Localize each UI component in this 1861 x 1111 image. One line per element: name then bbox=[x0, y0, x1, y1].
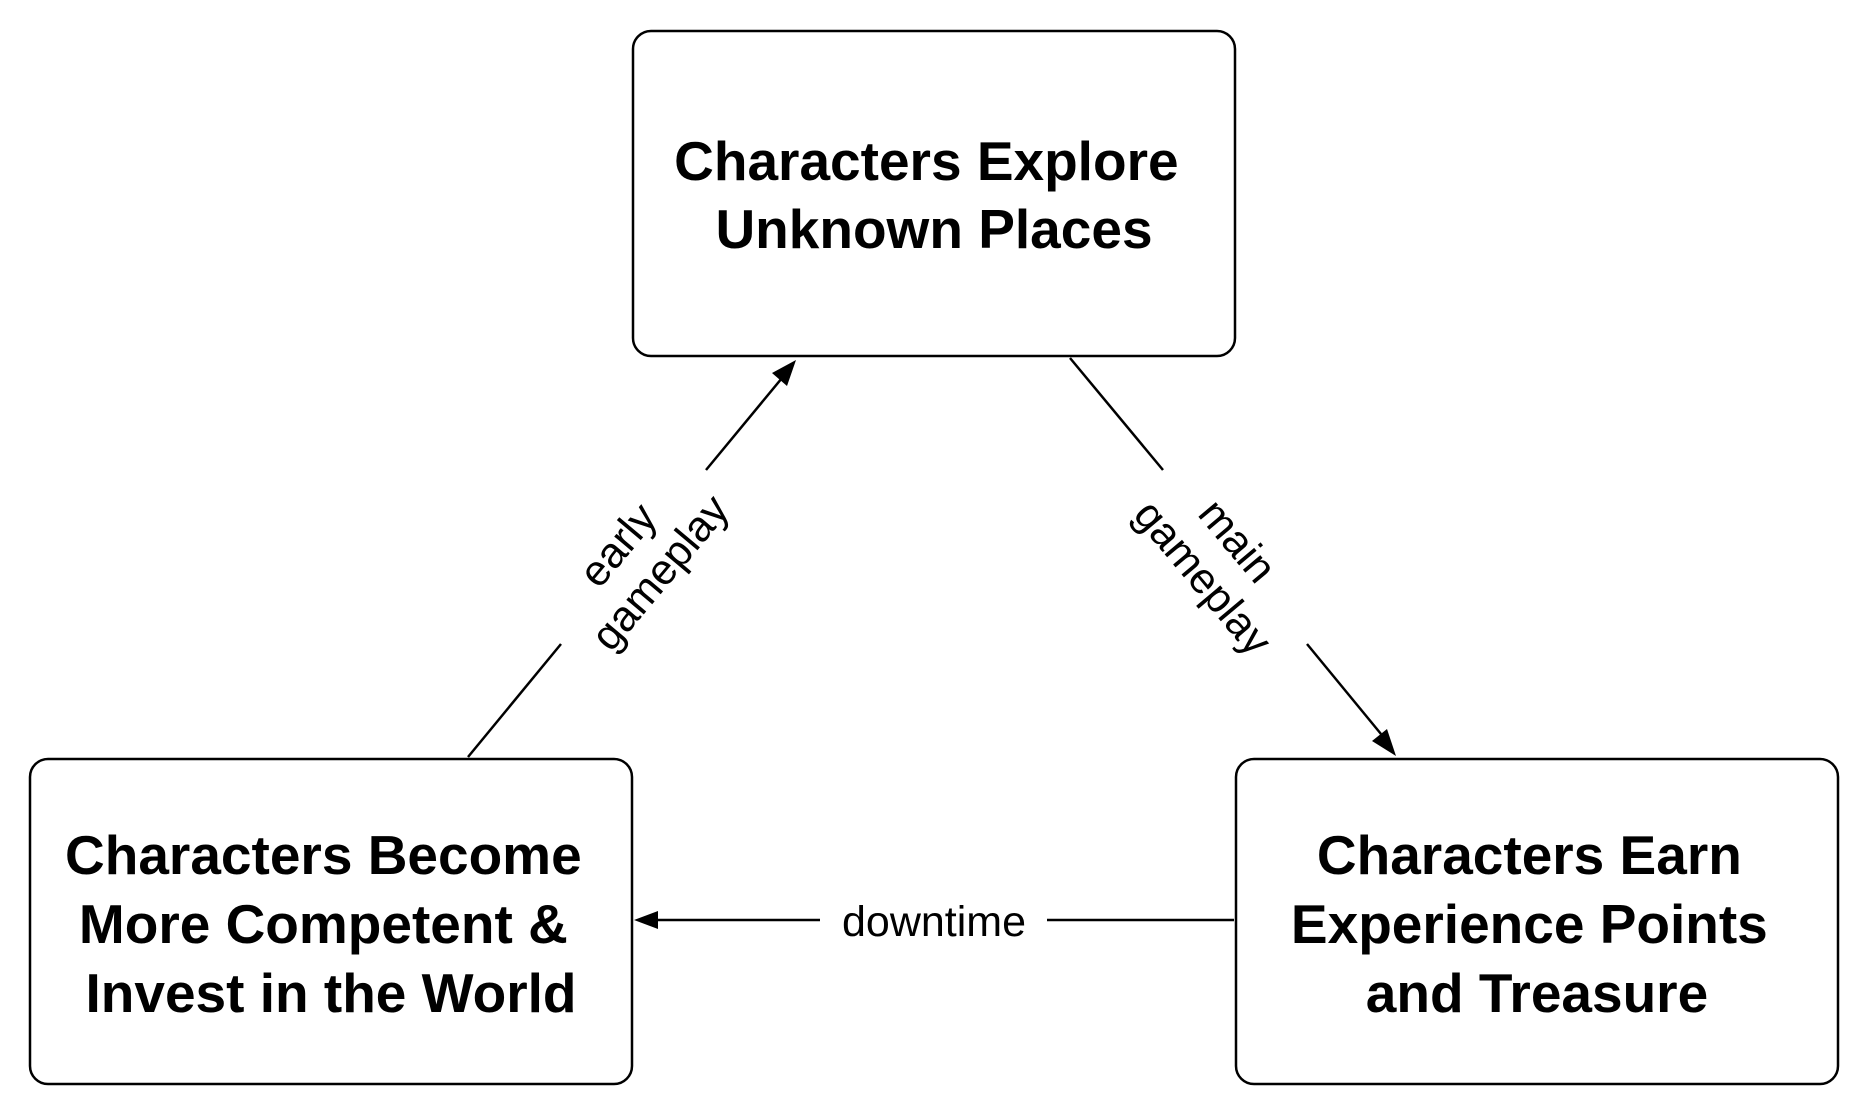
edge-early-label: early gameplay bbox=[544, 453, 739, 659]
edge-main-gameplay: main gameplay bbox=[1069, 357, 1396, 756]
edge-downtime: downtime bbox=[634, 898, 1234, 946]
edge-early-arrowhead bbox=[772, 360, 796, 386]
node-earn-line-3: and Treasure bbox=[1366, 962, 1708, 1024]
node-earn-text: Characters Earn Experience Points and Tr… bbox=[1291, 824, 1783, 1024]
node-earn-box bbox=[1234, 757, 1840, 1086]
edge-early-line-upper bbox=[705, 377, 783, 471]
node-become-line-2: More Competent & bbox=[79, 893, 568, 955]
edge-early-gameplay: early gameplay bbox=[467, 360, 796, 758]
edge-early-line-lower bbox=[467, 643, 562, 758]
node-explore-line-2: Unknown Places bbox=[715, 198, 1152, 260]
node-explore[interactable]: Characters Explore Unknown Places bbox=[631, 29, 1237, 358]
node-become-box bbox=[28, 757, 634, 1086]
edge-main-line-lower bbox=[1306, 643, 1382, 735]
node-become-text: Characters Become More Competent & Inves… bbox=[65, 824, 597, 1024]
node-become[interactable]: Characters Become More Competent & Inves… bbox=[28, 757, 634, 1086]
node-explore-line-1: Characters Explore bbox=[674, 130, 1178, 192]
node-earn[interactable]: Characters Earn Experience Points and Tr… bbox=[1234, 757, 1840, 1086]
node-earn-line-2: Experience Points bbox=[1291, 893, 1768, 955]
edge-downtime-arrowhead bbox=[634, 911, 658, 929]
edge-main-label: main gameplay bbox=[1124, 459, 1319, 665]
edge-main-arrowhead bbox=[1372, 729, 1396, 756]
edge-main-line-upper bbox=[1069, 357, 1164, 471]
node-explore-text: Characters Explore Unknown Places bbox=[674, 130, 1194, 260]
node-become-line-3: Invest in the World bbox=[86, 962, 577, 1024]
node-earn-line-1: Characters Earn bbox=[1317, 824, 1742, 886]
edge-downtime-label: downtime bbox=[842, 898, 1026, 946]
node-become-line-1: Characters Become bbox=[65, 824, 582, 886]
node-explore-box bbox=[631, 29, 1237, 358]
